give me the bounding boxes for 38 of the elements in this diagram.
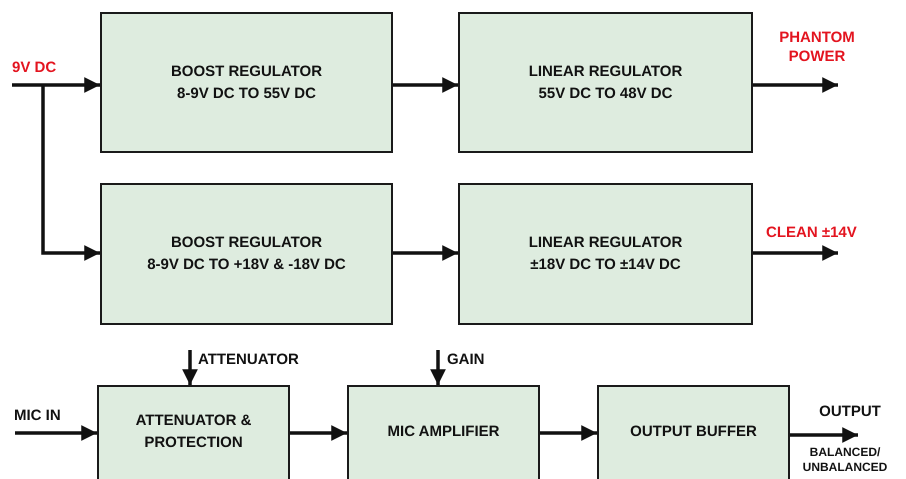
arrow: [790, 427, 858, 443]
signal-label: PHANTOM POWER: [778, 28, 856, 66]
signal-label: ATTENUATOR: [198, 350, 300, 369]
arrow: [753, 77, 838, 93]
block-label: 8-9V DC TO +18V & -18V DC: [147, 255, 346, 275]
block-label: ±18V DC TO ±14V DC: [530, 255, 681, 275]
block-box: [458, 12, 753, 153]
block-label: BOOST REGULATOR: [170, 233, 322, 253]
block-label: MIC AMPLIFIER: [388, 422, 500, 442]
signal-note: BALANCED/ UNBALANCED: [802, 445, 888, 475]
block-box: [100, 183, 393, 325]
arrow: [41, 85, 100, 261]
arrow: [12, 77, 100, 93]
block-label: 8-9V DC TO 55V DC: [177, 84, 316, 104]
arrow: [753, 245, 838, 261]
signal-label: GAIN: [447, 350, 486, 369]
arrow: [540, 425, 597, 441]
signal-label: 9V DC: [12, 58, 58, 77]
arrow: [15, 425, 97, 441]
block-box: [347, 385, 540, 479]
block-label: BOOST REGULATOR: [170, 62, 322, 82]
signal-label: OUTPUT: [818, 402, 882, 421]
block-label: LINEAR REGULATOR: [528, 62, 682, 82]
arrow: [182, 350, 198, 385]
block-label: 55V DC TO 48V DC: [538, 84, 672, 104]
signal-label: MIC IN: [14, 406, 62, 425]
block-label: LINEAR REGULATOR: [528, 233, 682, 253]
block-box: [458, 183, 753, 325]
signal-label: CLEAN ±14V: [766, 223, 858, 242]
block-label: OUTPUT BUFFER: [630, 422, 757, 442]
block-box: [100, 12, 393, 153]
arrow: [393, 77, 458, 93]
block-box: [97, 385, 290, 479]
block-label: ATTENUATOR & PROTECTION: [134, 411, 252, 453]
arrow: [393, 245, 458, 261]
arrow: [290, 425, 347, 441]
arrow: [430, 350, 446, 385]
block-box: [597, 385, 790, 479]
